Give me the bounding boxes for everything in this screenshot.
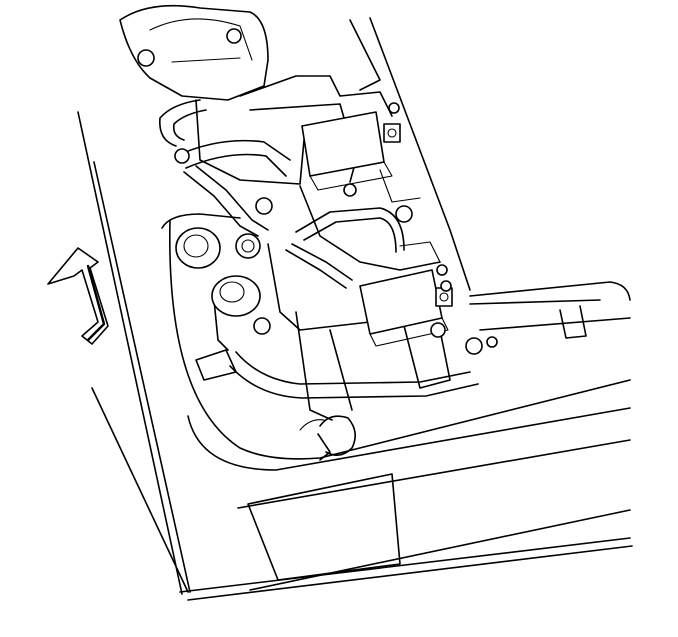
control-solenoid-upper [301,111,401,191]
pan-outline [77,17,633,601]
mounting-bolts [137,28,498,355]
hose-clamp [299,415,356,461]
pressure-switch-upper [175,227,261,269]
cooler-lines [159,99,479,399]
control-solenoid-lower [359,269,453,347]
curved-arrow-icon [47,247,109,345]
pressure-switch-lower [211,275,271,335]
